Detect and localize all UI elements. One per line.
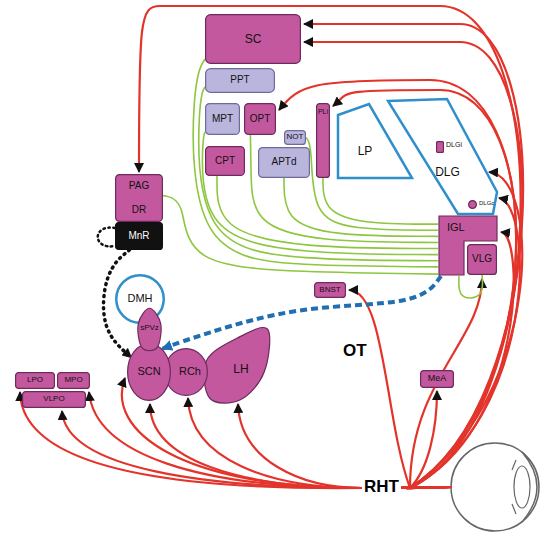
nucleus-shape (245, 104, 276, 135)
tract-label: RHT (362, 478, 401, 497)
nucleus-box: MPT (205, 103, 240, 135)
nucleus-box: MnR (115, 222, 163, 250)
nucleus-label: SC (245, 33, 262, 46)
nucleus-label: BNST (319, 286, 340, 294)
nucleus-label: MeA (428, 374, 447, 383)
fiber-connector (193, 59, 438, 267)
rht-fiber (333, 90, 516, 488)
fiber-connector (459, 275, 483, 298)
nucleus-shape (317, 104, 330, 178)
nucleus-shape (468, 245, 497, 275)
nucleus-label: LPO (27, 376, 43, 384)
nucleus-outline (436, 141, 444, 153)
nucleus-label: APTd (271, 157, 296, 168)
nucleus-shape (23, 392, 86, 408)
nucleus-box: MeA (420, 370, 454, 388)
nucleus-outline (468, 200, 477, 209)
nucleus-shape (315, 283, 346, 298)
nucleus-box: PLi (316, 103, 330, 178)
nucleus-box: DLGc (468, 200, 477, 209)
nucleus-box: APTd (258, 147, 310, 178)
nucleus-shape (16, 373, 55, 389)
nucleus-label: NOT (287, 133, 304, 141)
fiber-connector (163, 196, 438, 275)
nucleus-shape (285, 131, 306, 145)
nucleus-shape (388, 99, 497, 214)
nucleus-box: SC (205, 14, 301, 64)
tract-label: OT (341, 342, 369, 361)
nucleus-label: DLGi (446, 141, 462, 148)
nucleus-shape (437, 142, 444, 153)
nucleus-shape (421, 371, 454, 388)
nucleus-label: CPT (215, 156, 235, 167)
nucleus-shape (206, 69, 275, 93)
nucleus-outline (385, 97, 498, 217)
nucleus-shape (206, 15, 301, 64)
nucleus-box: PAG DR (115, 174, 163, 222)
eye-illustration (451, 443, 539, 531)
rht-fiber (20, 392, 452, 488)
nucleus-box: SCN (127, 343, 171, 401)
nucleus-box: PPT (205, 68, 275, 93)
nucleus-shape (138, 308, 161, 350)
rht-fiber (304, 24, 523, 488)
nucleus-shape (439, 216, 497, 275)
fiber-connector (217, 176, 438, 249)
nucleus-shape (165, 349, 208, 396)
nucleus-label: PLi (318, 108, 328, 115)
nucleus-label: IGL (447, 222, 465, 234)
nucleus-label: MnR (128, 231, 149, 242)
nucleus-box: NOT (284, 130, 306, 145)
nucleus-box: MPO (57, 372, 90, 389)
nucleus-label: MPT (212, 114, 233, 125)
nucleus-label: VLPO (43, 395, 64, 403)
nucleus-shape (206, 147, 245, 176)
nucleus-label: VLG (472, 254, 492, 265)
nucleus-box: LH (203, 327, 271, 402)
nucleus-box: OPT (244, 103, 276, 135)
nucleus-label: LH (233, 363, 248, 376)
nucleus-label: LP (358, 145, 373, 158)
fiber-connector (323, 178, 438, 224)
nucleus-shape (206, 104, 240, 135)
nucleus-box: DLG DLGiDLGc (385, 97, 498, 217)
nucleus-shape (116, 223, 163, 250)
nucleus-label: DLGc (479, 200, 494, 206)
fiber-connector (162, 276, 441, 349)
rht-fiber (279, 80, 516, 488)
nucleus-label: DMH (127, 293, 152, 305)
nucleus-shape (469, 201, 477, 209)
nucleus-box: BNST (314, 282, 346, 298)
nucleus-label: sPVz (140, 324, 159, 332)
nucleus-shape (128, 344, 171, 401)
nucleus-label: MPO (64, 376, 82, 384)
nucleus-shape (259, 148, 310, 178)
rht-projections (20, 6, 523, 488)
nucleus-shape (116, 175, 163, 222)
nucleus-label: PAG (129, 181, 149, 192)
nucleus-box: CPT (205, 146, 245, 176)
nucleus-box: LPO (15, 372, 55, 389)
rht-fiber (139, 6, 521, 488)
nucleus-box: VLPO (22, 391, 86, 408)
nucleus-shape (204, 328, 270, 404)
rht-fiber (188, 398, 452, 488)
nucleus-label: DR (132, 205, 146, 216)
rht-fiber (122, 378, 452, 488)
rht-fiber (349, 290, 452, 488)
nucleus-box: sPVz (137, 307, 162, 349)
nucleus-label: RCh (179, 366, 201, 378)
fiber-connector (284, 178, 438, 236)
nucleus-box: DLGi (436, 141, 444, 153)
nucleus-label: DLG (435, 166, 460, 179)
nucleus-label: SCN (137, 366, 160, 378)
nucleus-box: VLG (467, 244, 497, 275)
nucleus-label: OPT (250, 114, 271, 125)
mnr-self-loop (98, 228, 115, 247)
nucleus-label: PPT (230, 75, 249, 86)
nucleus-shape (58, 373, 90, 389)
